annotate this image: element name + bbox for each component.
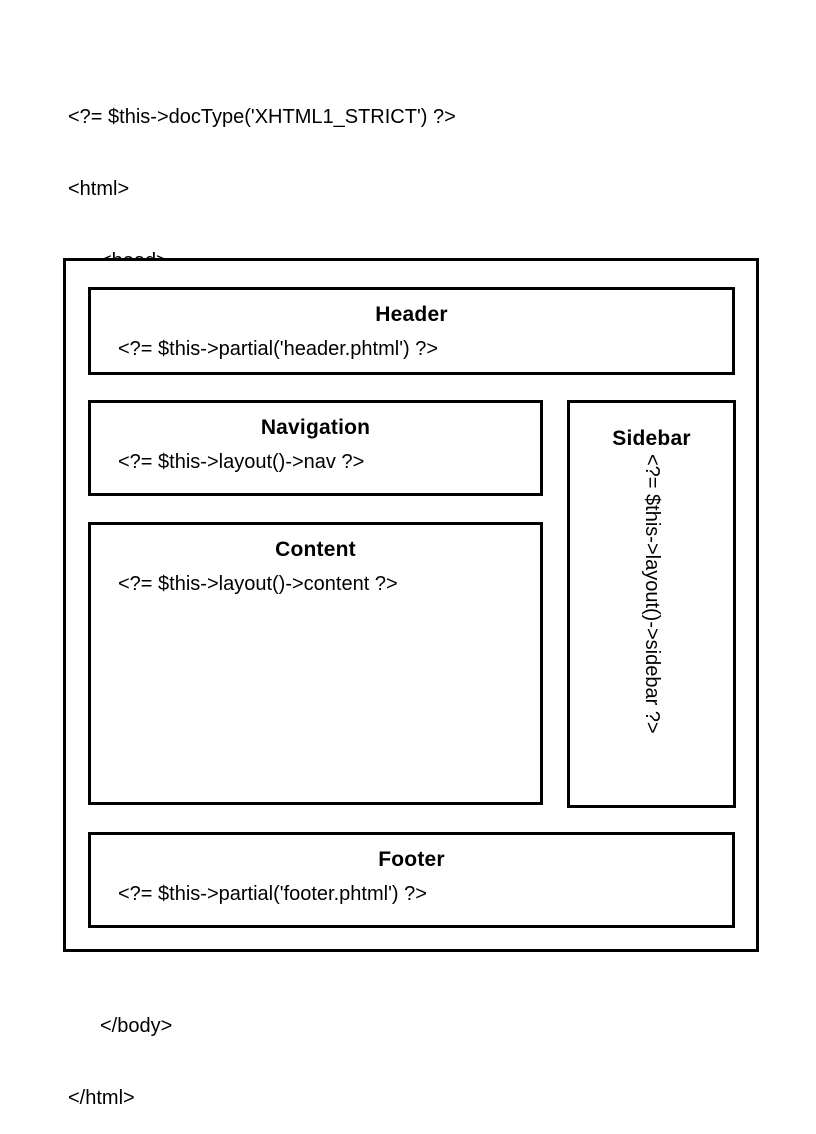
footer-box-code: <?= $this->partial('footer.phtml') ?>	[118, 883, 427, 905]
header-box-code: <?= $this->partial('header.phtml') ?>	[118, 338, 439, 360]
code-line: </html>	[68, 1087, 135, 1109]
code-line: <html>	[68, 178, 130, 200]
footer-box: Footer <?= $this->partial('footer.phtml'…	[88, 832, 735, 928]
content-box-code: <?= $this->layout()->content ?>	[118, 573, 398, 595]
navigation-box-title: Navigation	[260, 416, 371, 439]
header-box-title: Header	[375, 303, 448, 326]
content-box: Content <?= $this->layout()->content ?>	[88, 522, 543, 805]
bottom-source-code: </body> </html>	[68, 966, 172, 1134]
body-layout-box: Header <?= $this->partial('header.phtml'…	[63, 258, 759, 952]
navigation-box: Navigation <?= $this->layout()->nav ?>	[88, 400, 543, 496]
footer-box-title: Footer	[378, 848, 445, 871]
sidebar-box: Sidebar <?= $this->layout()->sidebar ?>	[567, 400, 736, 808]
page: { "page": { "background": "#ffffff", "te…	[63, 106, 759, 1109]
navigation-box-code: <?= $this->layout()->nav ?>	[118, 451, 365, 473]
sidebar-box-title: Sidebar	[612, 427, 691, 450]
sidebar-box-code: <?= $this->layout()->sidebar ?>	[641, 454, 663, 734]
code-line: </body>	[100, 1015, 173, 1037]
header-box: Header <?= $this->partial('header.phtml'…	[88, 287, 735, 375]
code-line: <?= $this->docType('XHTML1_STRICT') ?>	[68, 106, 456, 128]
content-box-title: Content	[275, 538, 356, 561]
